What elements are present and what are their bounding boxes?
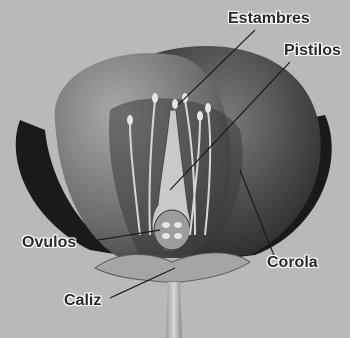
- label-ovulos: Ovulos: [22, 234, 76, 252]
- stem: [166, 282, 182, 338]
- ovule-1: [162, 222, 170, 228]
- ovule-3: [162, 233, 170, 239]
- label-corola: Corola: [267, 254, 318, 272]
- label-caliz: Caliz: [64, 292, 101, 310]
- label-estambres: Estambres: [228, 10, 310, 28]
- label-pistilos: Pistilos: [284, 42, 341, 60]
- ovule-2: [174, 222, 182, 228]
- ovule-4: [174, 233, 182, 239]
